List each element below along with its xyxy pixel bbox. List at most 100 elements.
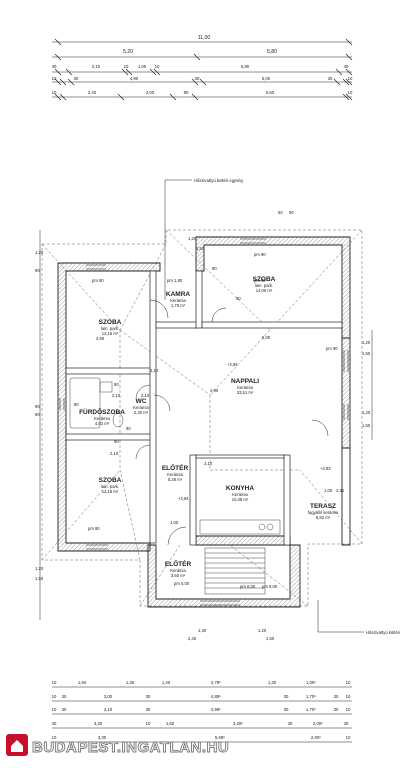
dim-bot-r5-3: 2,00⁵	[311, 735, 321, 740]
side-dim: 1,50	[35, 576, 44, 581]
room-name-kamra: KAMRA	[166, 291, 190, 298]
dim-bot-r1-7: 10	[346, 680, 351, 685]
side-dim: 1,20	[362, 410, 371, 415]
room-name-furdoszoba: FÜRDŐSZOBA	[79, 407, 125, 416]
level-terasz: +2,83	[320, 466, 331, 471]
inner-dimension-labels: pm 90 pm 1,80 pm 90 4,90 5,00 pm 90 90 9…	[74, 252, 345, 641]
dim-bot-r2-0: 10	[52, 694, 57, 699]
side-dim: 90	[35, 268, 40, 273]
dim-top-r3-0: 40	[52, 64, 57, 69]
room-labels: SZOBA lam. park. 12,16 m² KAMRA Kerámia …	[79, 276, 339, 578]
dim-top-r3-3: 1,00	[138, 64, 147, 69]
inner-dim: 1,50	[266, 636, 275, 641]
dim-bot-r5-0: 10	[52, 735, 57, 740]
level-stairs: pm 0,00	[240, 584, 256, 589]
bottom-dimension-chains	[52, 686, 352, 743]
dim-bot-r4-3: 1,60	[166, 721, 175, 726]
dim-bot-r5-2: 5,69⁵	[215, 735, 225, 740]
dim-bot-r3-3: 30	[146, 707, 151, 712]
inner-dim: 80	[74, 402, 79, 407]
dim-bot-r5-4: 10	[346, 735, 351, 740]
dim-top-r3-1: 2,10	[92, 64, 101, 69]
dim-total-width: 11,00	[198, 35, 211, 41]
inner-dim: 5,00	[262, 335, 271, 340]
room-finish-szoba-2: lam. park.	[255, 283, 273, 288]
dim-top-r4-5: 30	[328, 76, 333, 81]
kitchen-counter	[199, 519, 281, 535]
dim-bot-r4-1: 3,20	[94, 721, 103, 726]
dim-bot-r1-6: 1,00⁵	[306, 680, 316, 685]
watermark: BUDAPEST.INGATLAN.HU	[6, 734, 229, 756]
side-dim: 1,20	[35, 566, 44, 571]
bottom-dimension-texts: 10 1,94 1,36 1,40 2,79⁵ 1,30 1,00⁵ 10 10…	[52, 680, 351, 740]
interior-walls	[65, 270, 343, 546]
dim-bot-r1-3: 1,40	[162, 680, 171, 685]
inner-dim: 2,10	[110, 451, 119, 456]
side-dimension-texts: 1,20 90 90 60 1,20 1,50 1,20 1,50 1,20 1…	[35, 210, 371, 581]
dim-top-r4-4: 5,00	[262, 76, 271, 81]
inner-dim: pm 90	[92, 278, 104, 283]
top-dimension-texts: 11,00 5,20 5,80 40 2,10 10 1,00 10 6,90 …	[52, 35, 353, 95]
room-area-furdoszoba: 4,83 m²	[95, 421, 110, 426]
inner-dim: 2,10	[150, 368, 159, 373]
side-dim: 1,50	[196, 246, 205, 251]
level-markers: +2,84 +2,84 +2,83 pm 0,00 pm 0,00 pm 0,0…	[174, 362, 331, 589]
dim-top-r4-0: 10	[52, 76, 57, 81]
side-dim: 90	[35, 404, 40, 409]
dim-bot-r2-2: 3,00	[104, 694, 113, 699]
dim-top-r5-0: 10	[52, 90, 57, 95]
room-finish-konyha: Kerámia	[232, 492, 248, 497]
side-dimension-chains	[39, 230, 373, 620]
inner-dim: 2,10	[141, 393, 150, 398]
inner-dim: pm 90	[326, 346, 338, 351]
room-name-szoba-3: SZOBA	[99, 477, 122, 484]
room-finish-eloter-1: Kerámia	[167, 472, 183, 477]
room-finish-wc: Kerámia	[133, 405, 149, 410]
level-entry: pm 0,00	[174, 581, 190, 586]
dim-top-r2-0: 5,20	[123, 49, 133, 55]
dim-top-r3-6: 40	[344, 64, 349, 69]
side-dim: 1,20	[35, 250, 44, 255]
room-area-terasz: 6,82 m²	[316, 515, 331, 520]
side-dim: 1,50	[362, 351, 371, 356]
dim-bot-r1-2: 1,36	[126, 680, 135, 685]
inner-dim: 90	[236, 296, 241, 301]
level-stairs-2: pm 0,00	[262, 584, 278, 589]
level-nappali: +2,84	[227, 362, 238, 367]
dim-bot-r3-8: 10	[346, 707, 351, 712]
top-dimension-chains	[52, 38, 353, 101]
dim-top-r5-4: 5,60	[266, 90, 275, 95]
room-area-nappali: 33,51 m²	[237, 390, 254, 395]
dim-bot-r2-7: 30	[334, 694, 339, 699]
dim-top-r5-3: 80	[184, 90, 189, 95]
room-finish-kamra: Kerámia	[170, 298, 186, 303]
inner-dim: 1,20	[258, 628, 267, 633]
dim-bot-r4-6: 2,00⁵	[313, 721, 323, 726]
dim-bot-r5-1: 3,30	[98, 735, 107, 740]
inner-dim: pm 1,80	[167, 278, 183, 283]
room-finish-terasz: fagyálló kerámia	[308, 510, 339, 515]
dim-top-r3-5: 6,90	[241, 64, 250, 69]
inner-dim: 1,00	[324, 488, 333, 493]
dim-top-r5-2: 2,00	[146, 90, 155, 95]
dim-bot-r4-7: 40	[344, 721, 349, 726]
dim-bot-r4-0: 40	[52, 721, 57, 726]
room-area-szoba-3: 12,16 m²	[102, 489, 119, 494]
room-name-eloter-1: ELŐTÉR	[162, 463, 189, 472]
dim-top-r4-6: 10	[348, 76, 353, 81]
dim-bot-r2-6: 1,70⁵	[306, 694, 316, 699]
dim-bot-r4-2: 10	[146, 721, 151, 726]
inner-dim: 2,10	[204, 461, 213, 466]
inner-dim: 2,40	[188, 636, 197, 641]
room-name-szoba-2: SZOBA	[253, 276, 276, 283]
side-dim: 60	[278, 210, 283, 215]
bathroom-fixtures	[69, 377, 124, 429]
dim-top-r4-1: 30	[74, 76, 79, 81]
inner-dim: 4,90	[210, 388, 219, 393]
dim-bot-r1-4: 2,79⁵	[211, 680, 221, 685]
dim-top-r3-4: 10	[155, 64, 160, 69]
dim-bot-r1-1: 1,94	[78, 680, 87, 685]
dim-bot-r4-5: 40	[288, 721, 293, 726]
room-finish-szoba-1: lam. park.	[101, 326, 119, 331]
room-area-szoba-1: 12,16 m²	[102, 331, 119, 336]
